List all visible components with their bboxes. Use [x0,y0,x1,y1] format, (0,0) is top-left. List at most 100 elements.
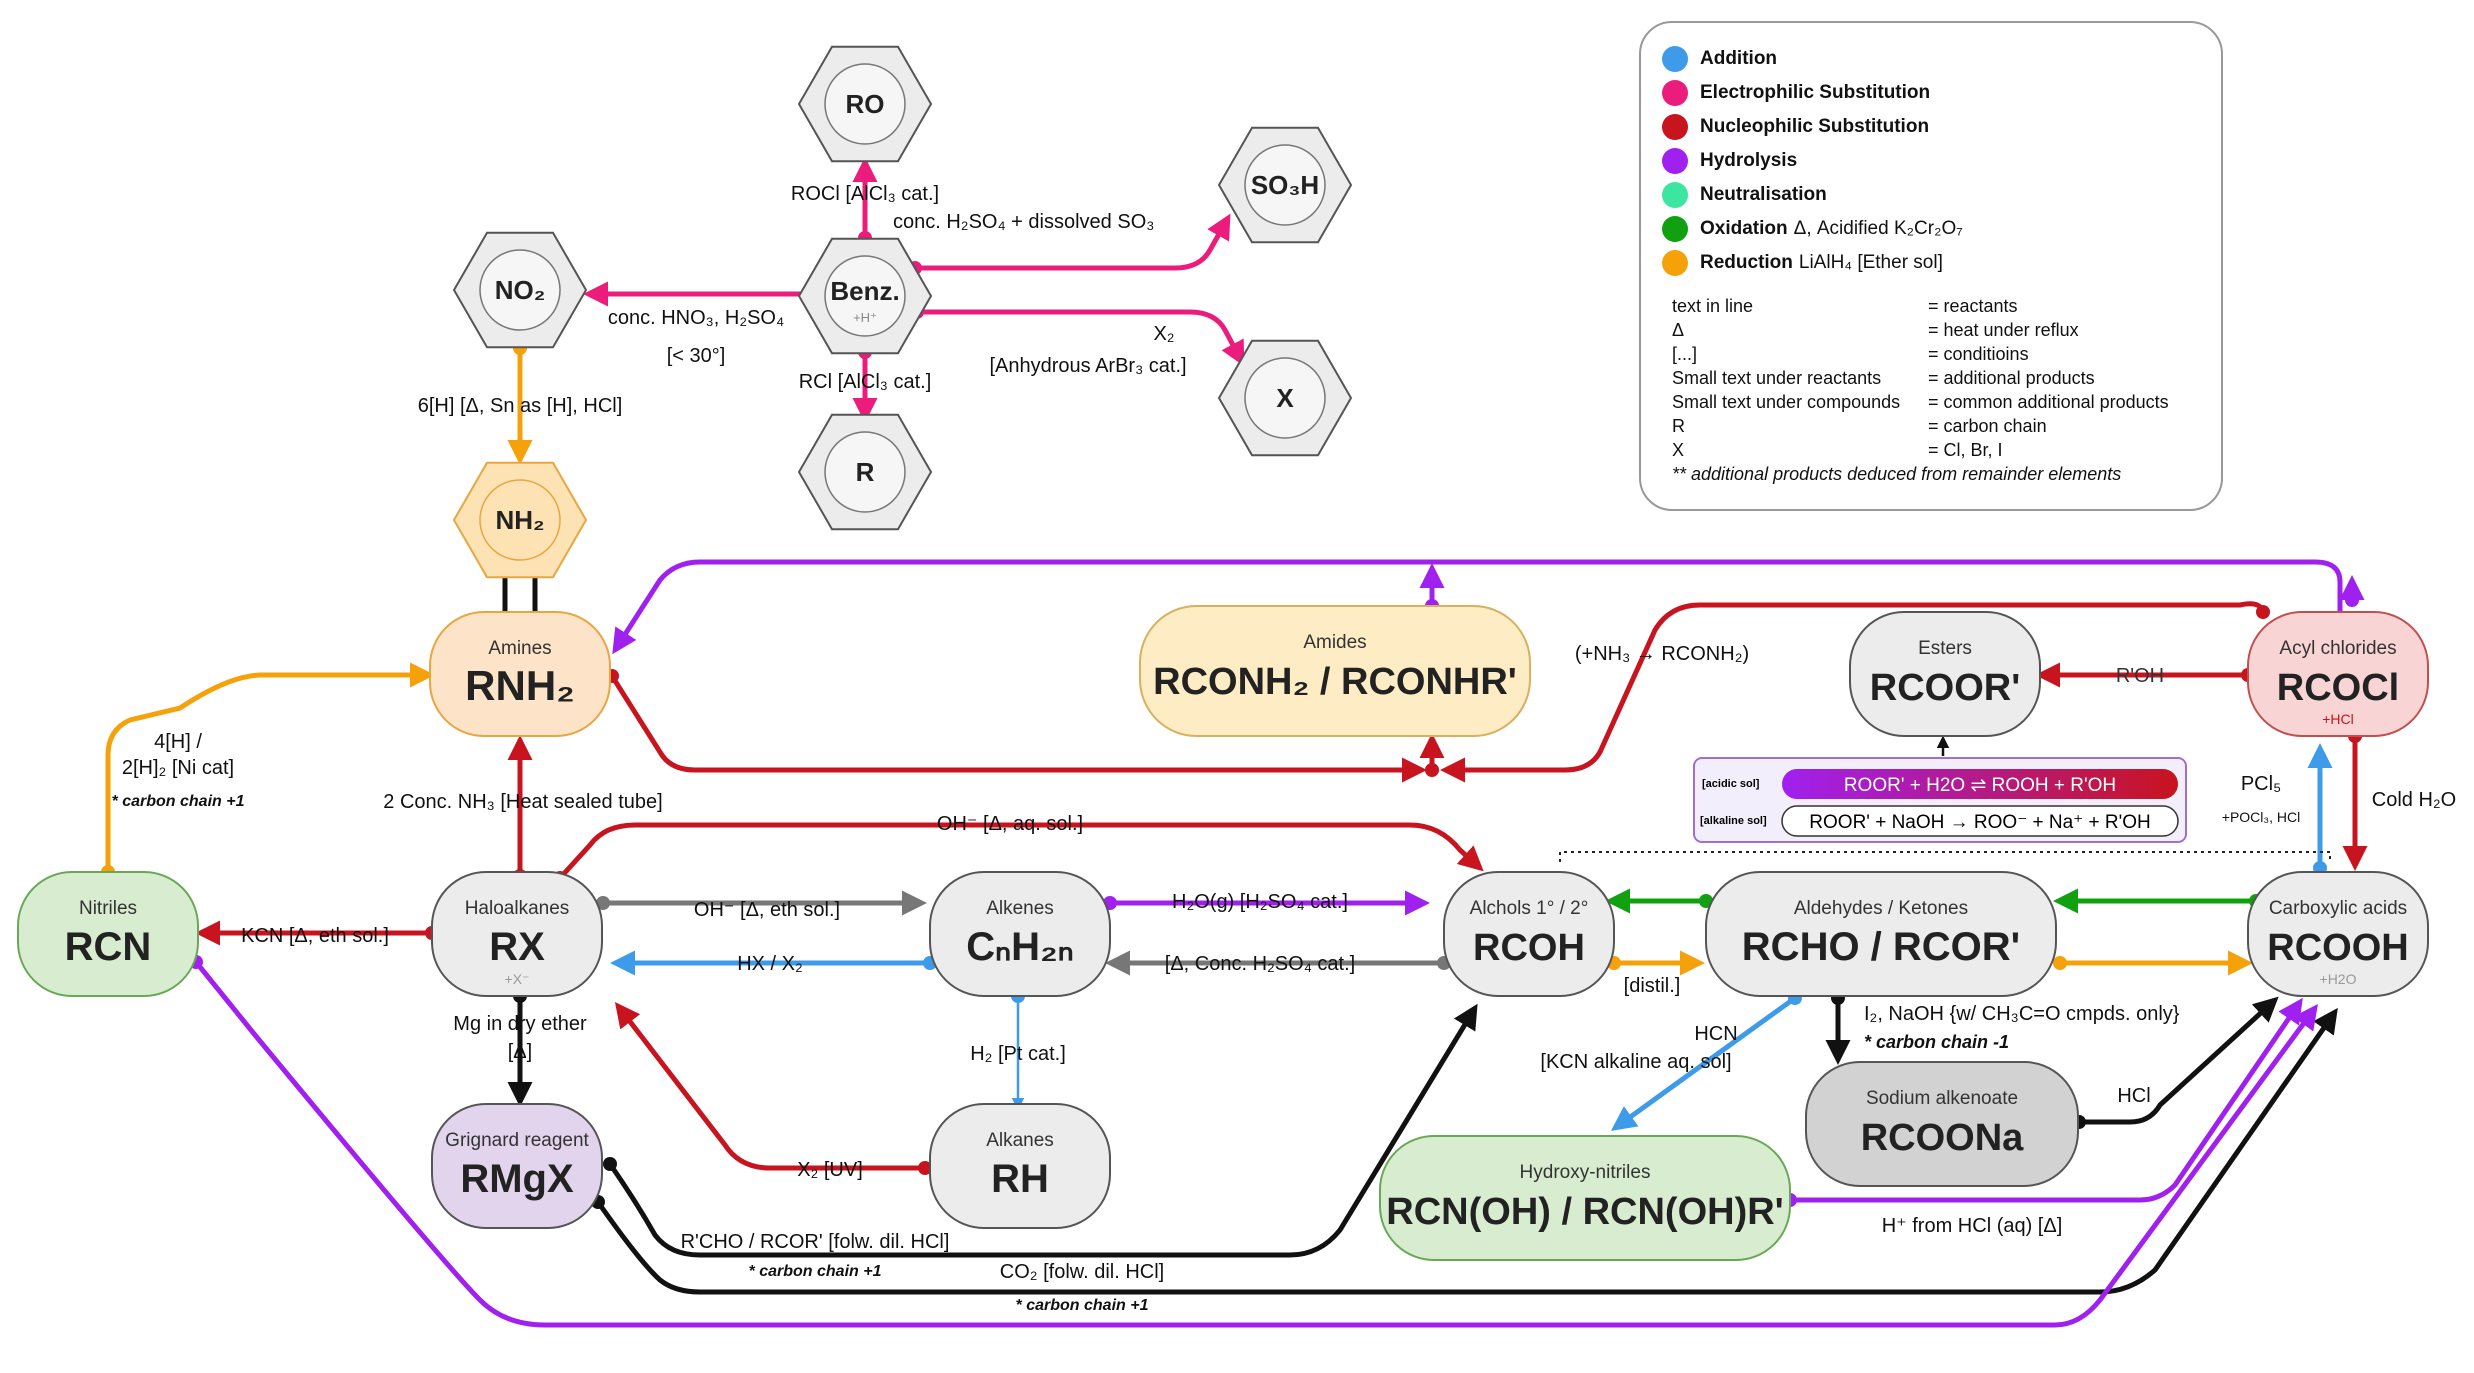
label-distil: [distil.] [1624,975,1681,997]
hexagon-nh2: NH₂ [452,461,588,579]
legend-item-name: Electrophilic Substitution [1700,82,1931,103]
label-conc-h2so4: [Δ, Conc. H₂SO₄ cat.] [1165,953,1355,975]
arrow-sodium-to-carboxylic [2079,996,2279,1125]
label-mg-2: [Δ] [508,1041,532,1063]
legend-key-term: Small text under reactants [1672,368,1882,388]
main-reactions [105,559,2368,1328]
legend-key-meaning: = reactants [1928,296,2018,316]
alkaline-equation: ROOR' + NaOH → ROO⁻ + Na⁺ + R'OH [1809,812,2150,833]
label-ni-2: 2[H]₂ [Ni cat] [122,757,234,779]
arrow-aldehydes-to-hydroxy [1610,995,1797,1131]
legend-item: Hydrolysis [1662,148,1803,174]
legend-key-meaning: = heat under reflux [1928,320,2079,340]
legend-item-name: Oxidation [1700,218,1788,239]
legend-item-name: Hydrolysis [1700,150,1798,171]
arrow-alkanes-to-haloalkanes [614,1002,925,1171]
legend-key-row: [...]= conditioins [1672,344,2029,365]
label-nh3-rconh2: (+NH₃ → RCONH₂) [1575,643,1749,665]
hexagon-no2-label: NO₂ [495,275,546,305]
legend-item-name: Nucleophilic Substitution [1700,116,1930,137]
node-aldehydes-formula: RCHO / RCOR' [1742,925,2020,969]
legend-item: Electrophilic Substitution [1662,80,1936,106]
arrow-benzene-to-x [917,309,1245,367]
hexagon-x: X [1217,339,1353,457]
legend-note: ** additional products deduced from rema… [1672,464,2122,484]
node-carboxylic-label: Carboxylic acids [2269,898,2407,919]
legend-key-term: text in line [1672,296,1754,316]
ester-equation-box: [acidic sol] ROOR' + H2O ⇌ ROOH + R'OH [… [1693,757,2187,843]
arrow-acyl-to-amines [612,559,2343,655]
label-mg-1: Mg in dry ether [453,1013,587,1035]
bond-nh2-amines [502,573,538,612]
label-so3: conc. H₂SO₄ + dissolved SO₃ [893,211,1154,233]
hexagon-r-label: R [856,457,875,487]
legend-key-meaning: = carbon chain [1928,416,2047,436]
legend-item: Neutralisation [1662,182,1833,208]
legend-item-name: Addition [1700,48,1778,69]
legend-key-meaning: = common additional products [1928,392,2169,412]
node-hydroxy-formula: RCN(OH) / RCN(OH)R' [1386,1191,1783,1233]
legend-item-detail: Δ, Acidified K₂Cr₂O₇ [1793,218,1963,239]
label-co2: CO₂ [folw. dil. HCl] [1000,1261,1164,1283]
reaction-labels: ROCl [AlCl₃ cat.] conc. H₂SO₄ + dissolve… [112,183,2457,1314]
legend-key-term: [...] [1672,344,1698,364]
node-alcohols: Alchols 1° / 2°RCOH [1443,871,1615,997]
legend-dot [1662,80,1688,106]
hexagon-center: Benz.+H⁺ [797,237,933,355]
node-esters-label: Esters [1918,638,1972,659]
label-oh-aq: OH⁻ [Δ, aq. sol.] [937,813,1083,835]
hexagon-no2: NO₂ [452,231,588,349]
node-amides-label: Amides [1303,632,1366,653]
legend-key-row: Small text under compounds = common addit… [1672,392,2169,413]
hexagon-so3h: SO₃H [1217,126,1353,244]
node-amines-formula: RNH₂ [465,662,575,709]
node-sodium-formula: RCOONa [1861,1117,2024,1159]
node-haloalkanes-sub: +X⁻ [505,971,530,987]
hexagon-r: R [797,413,933,531]
label-chain-m1: * carbon chain -1 [1864,1032,2009,1052]
legend-key-row: Δ= heat under reflux [1672,320,2079,341]
dotted-bracket [1559,851,2331,862]
label-uv: X₂ [UV] [797,1159,863,1181]
alkaline-tag: [alkaline sol] [1700,815,1767,827]
benzene-reactions [502,157,1245,612]
node-amides-formula: RCONH₂ / RCONHR' [1153,661,1517,703]
node-esters-formula: RCOOR' [1870,667,2020,709]
label-sn: 6[H] [Δ, Sn as [H], HCl] [418,395,623,417]
legend-key-row: Small text under reactants= additional p… [1672,368,2095,389]
label-chain1: * carbon chain +1 [112,793,245,810]
label-h-plus: H⁺ from HCl (aq) [Δ] [1882,1215,2063,1237]
arrow-grignard-to-carboxylic [595,1007,2338,1295]
line-acyl-to-amides [1440,601,2266,783]
acidic-tag: [acidic sol] [1702,778,1760,790]
node-grignard-label: Grignard reagent [445,1130,589,1151]
legend-dot [1662,148,1688,174]
label-hcn-2: [KCN alkaline aq. sol] [1540,1051,1731,1073]
legend-key-term: Small text under compounds [1672,392,1901,412]
label-rocl: ROCl [AlCl₃ cat.] [791,183,939,205]
label-hno3: conc. HNO₃, H₂SO₄ [608,307,784,329]
label-hx: HX / X₂ [737,953,803,975]
node-alcohols-formula: RCOH [1473,927,1585,969]
legend-key-row: X= Cl, Br, I [1672,440,2003,461]
legend-key-meaning: = Cl, Br, I [1928,440,2003,460]
legend-dot [1662,114,1688,140]
line-amines-to-amides [609,674,1427,783]
node-carboxylic-sub: +H2O [2320,971,2357,987]
label-rcho: R'CHO / RCOR' [folw. dil. HCl] [681,1231,950,1253]
node-nitriles-label: Nitriles [79,898,137,919]
node-hydroxy-label: Hydroxy-nitriles [1520,1162,1651,1183]
legend-item: Addition [1662,46,1783,72]
node-acyl-label: Acyl chlorides [2279,638,2396,659]
arrow-haloalkanes-to-alcohols [558,822,1484,880]
